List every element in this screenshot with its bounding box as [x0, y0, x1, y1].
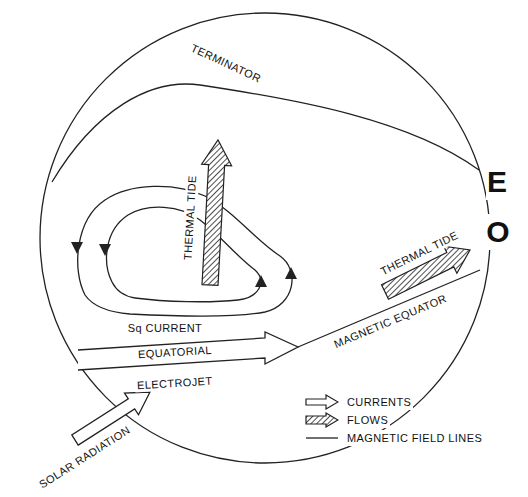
- legend-sample: [305, 430, 339, 446]
- legend-text: FLOWS: [345, 412, 390, 428]
- current-arrowhead: [285, 267, 297, 279]
- terminator-line: [52, 84, 479, 182]
- globe-outline: [40, 13, 490, 463]
- magnetic-equator-line: [298, 270, 480, 347]
- current-label: ELECTROJET: [135, 375, 215, 393]
- flow-sample: [306, 413, 338, 427]
- title-fragment: E: [486, 164, 508, 200]
- current-arrowhead: [255, 275, 267, 287]
- equator-label: MAGNETIC EQUATOR: [330, 292, 450, 353]
- electrojet-arrow: [78, 332, 298, 370]
- current-arrowhead: [99, 244, 111, 256]
- title-fragment: O: [485, 214, 510, 250]
- current-label: Sq CURRENT: [126, 322, 204, 335]
- current-sample: [306, 395, 338, 409]
- terminator-label: TERMINATOR: [187, 41, 265, 87]
- field-line-sample: [306, 437, 338, 438]
- current-arrowhead: [71, 242, 83, 254]
- legend-sample: [305, 412, 339, 428]
- legend-sample: [305, 394, 339, 410]
- thermal-tide-arrow: [202, 140, 232, 285]
- legend-text: MAGNETIC FIELD LINES: [345, 430, 484, 446]
- flow-label: THERMAL TIDE: [181, 173, 199, 262]
- legend-text: CURRENTS: [345, 394, 413, 410]
